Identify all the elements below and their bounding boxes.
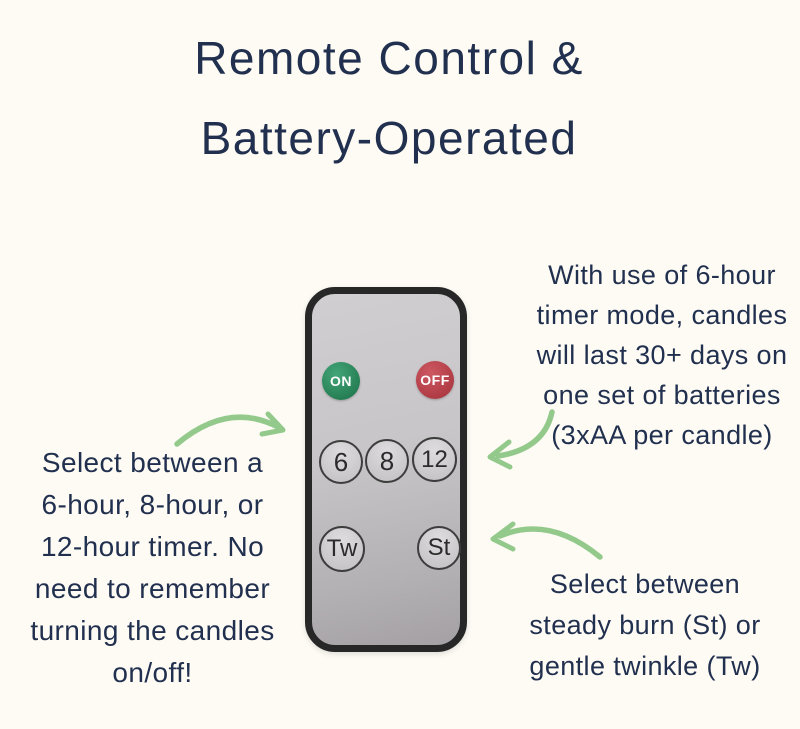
curved-arrow-left-head-icon [259, 411, 286, 437]
steady-button: St [417, 526, 461, 570]
timer-6-button: 6 [319, 440, 363, 484]
timer-8-button: 8 [365, 439, 409, 483]
twinkle-button: Tw [319, 526, 365, 572]
timer-12-button: 12 [412, 437, 457, 482]
curved-arrow-mid-right-head-icon [487, 439, 513, 470]
page-title: Remote Control & Battery-Operated [194, 32, 584, 164]
curved-arrow-bottom-right-head-icon [490, 521, 516, 552]
note-burn-modes: Select between steady burn (St) or gentl… [529, 569, 761, 681]
remote-control-image: ON OFF 6 8 12 Tw St [305, 287, 467, 652]
curved-arrow-bottom-right-icon [497, 526, 603, 560]
note-battery-life: With use of 6-hour timer mode, candles w… [536, 260, 788, 450]
note-timer-selection: Select between a 6-hour, 8-hour, or 12-h… [30, 447, 275, 688]
on-button: ON [322, 362, 360, 400]
curved-arrow-left-icon [174, 414, 281, 447]
off-button: OFF [416, 361, 454, 399]
